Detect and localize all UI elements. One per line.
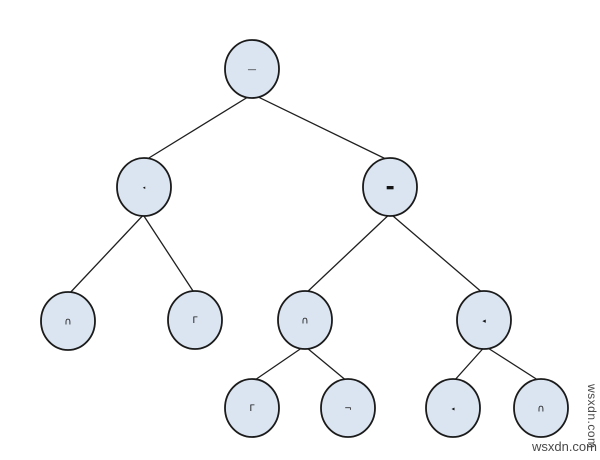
tree-node-circle-RLR	[320, 378, 376, 438]
tree-node-L: ◂	[116, 157, 172, 217]
tree-node-label-RR: ◂	[482, 317, 486, 325]
tree-node-label-RLR: ¬	[344, 404, 352, 414]
tree-node-circle-R	[362, 157, 418, 217]
tree-node-LL: ∩	[40, 291, 96, 351]
tree-node-label-LL: ∩	[64, 317, 71, 328]
tree-edge-RR-RRR	[479, 342, 542, 383]
tree-node-circle-RLL	[224, 378, 280, 438]
tree-edge-R-RR	[385, 209, 485, 295]
tree-node-R: ▬	[362, 157, 418, 217]
tree-node-circle-L	[116, 157, 172, 217]
tree-node-circle-RRR	[513, 378, 569, 438]
tree-node-label-R: ▬	[386, 183, 395, 193]
tree-node-RRL: ◂	[425, 378, 481, 438]
tree-node-label-RL: ∩	[301, 316, 308, 327]
tree-node-circle-root	[224, 39, 280, 99]
tree-edge-R-RL	[304, 209, 395, 295]
tree-node-label-RRR: ∩	[537, 404, 544, 415]
tree-node-RL: ∩	[277, 290, 333, 350]
tree-node-label-L: ◂	[143, 185, 146, 191]
tree-node-circle-LL	[40, 291, 96, 351]
tree-node-RLR: ¬	[320, 378, 376, 438]
tree-node-LR: Γ	[167, 290, 223, 350]
tree-node-RLL: Γ	[224, 378, 280, 438]
tree-node-circle-LR	[167, 290, 223, 350]
tree-edge-root-R	[247, 91, 391, 162]
tree-node-circle-RL	[277, 290, 333, 350]
tree-node-root: —	[224, 39, 280, 99]
tree-node-circle-RRL	[425, 378, 481, 438]
tree-node-label-LR: Γ	[192, 316, 197, 326]
tree-edge-L-LL	[67, 209, 149, 296]
tree-node-label-root: —	[248, 65, 257, 75]
tree-edge-L-LR	[139, 209, 196, 295]
tree-node-RRR: ∩	[513, 378, 569, 438]
tree-edge-root-L	[143, 91, 257, 162]
tree-node-circle-RR	[456, 290, 512, 350]
watermark-vertical: wsxdn.com	[585, 384, 599, 449]
tree-node-RR: ◂	[456, 290, 512, 350]
tree-edge-RL-RLL	[251, 342, 310, 383]
tree-node-label-RRL: ◂	[451, 406, 454, 413]
watermark-horizontal: wsxdn.com	[531, 439, 597, 454]
tree-node-label-RLL: Γ	[249, 404, 254, 414]
